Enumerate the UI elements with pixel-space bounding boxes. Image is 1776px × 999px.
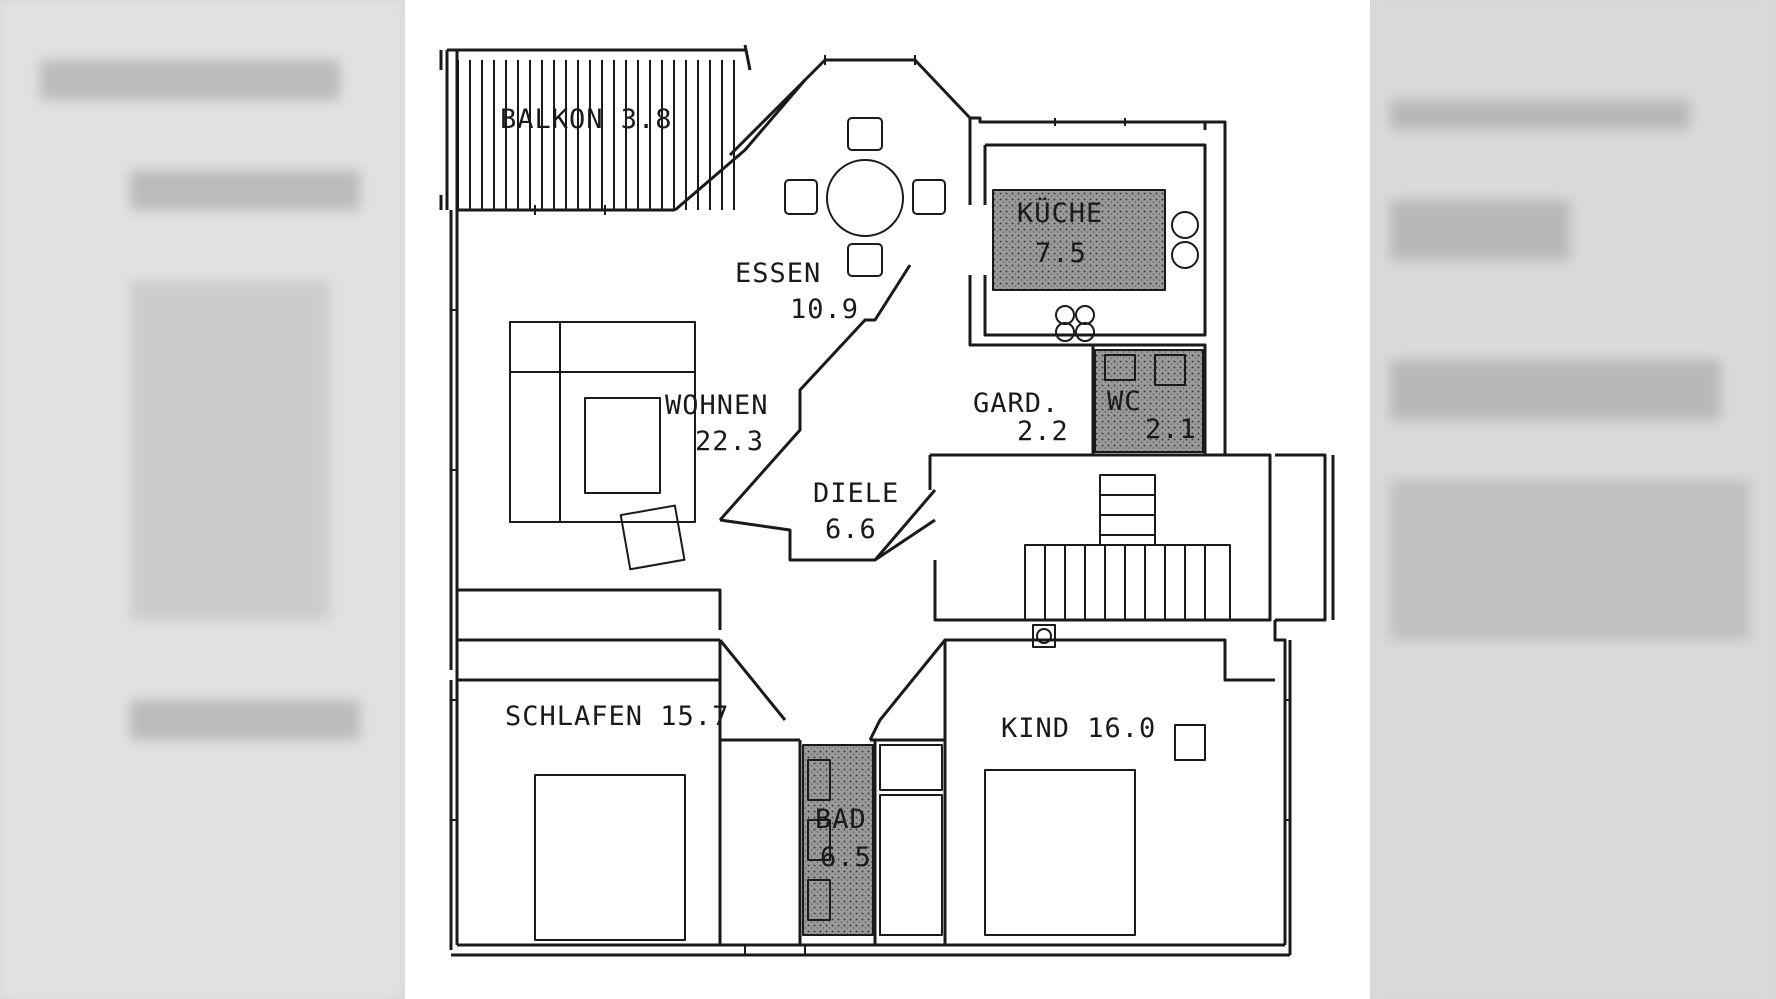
ghost-block [130,700,360,740]
label-schlafen: SCHLAFEN 15.7 [505,701,729,732]
label-wc-area: 2.1 [1145,414,1197,445]
outer-walls [449,44,1335,957]
ghost-block [1390,200,1570,260]
ghost-block [130,170,360,210]
label-diele-name: DIELE [813,478,899,509]
label-gard-name: GARD. [973,388,1059,419]
label-gard-area: 2.2 [1017,416,1069,447]
floor-plan-drawing: BALKON 3.8 ESSEN 10.9 KÜCHE 7.5 WOHNEN 2… [439,44,1335,957]
wc-fixtures [1094,349,1204,453]
bedroom-beds [534,724,1206,941]
label-kueche-name: KÜCHE [1017,197,1103,229]
bad-fixtures [802,744,943,936]
label-bad-area: 6.5 [820,842,872,873]
label-balkon: BALKON 3.8 [500,104,673,135]
ghost-block [1390,100,1690,130]
windows [451,55,1291,955]
label-essen-name: ESSEN [735,258,821,289]
label-essen-area: 10.9 [790,294,859,325]
label-wc-name: WC [1107,386,1142,417]
blurred-right-panel [1370,0,1776,999]
label-kueche-area: 7.5 [1035,238,1087,269]
ghost-block [130,280,330,620]
label-wohnen-area: 22.3 [695,426,764,457]
balkon-area [439,48,745,210]
kitchen-fixtures [992,189,1199,342]
ghost-block [1390,480,1750,640]
dining-table-set [784,117,946,277]
blurred-left-panel [0,0,405,999]
interior-walls [455,125,1275,945]
living-sofa-set [509,321,696,571]
ghost-block [40,60,340,100]
label-bad-name: BAD [815,804,867,835]
ghost-block [1390,360,1720,420]
label-diele-area: 6.6 [825,514,877,545]
room-labels: BALKON 3.8 ESSEN 10.9 KÜCHE 7.5 WOHNEN 2… [500,104,1197,873]
label-kind: KIND 16.0 [1001,713,1156,744]
label-wohnen-name: WOHNEN [665,390,769,421]
floor-plan: BALKON 3.8 ESSEN 10.9 KÜCHE 7.5 WOHNEN 2… [405,0,1370,999]
staircase [1024,474,1231,648]
